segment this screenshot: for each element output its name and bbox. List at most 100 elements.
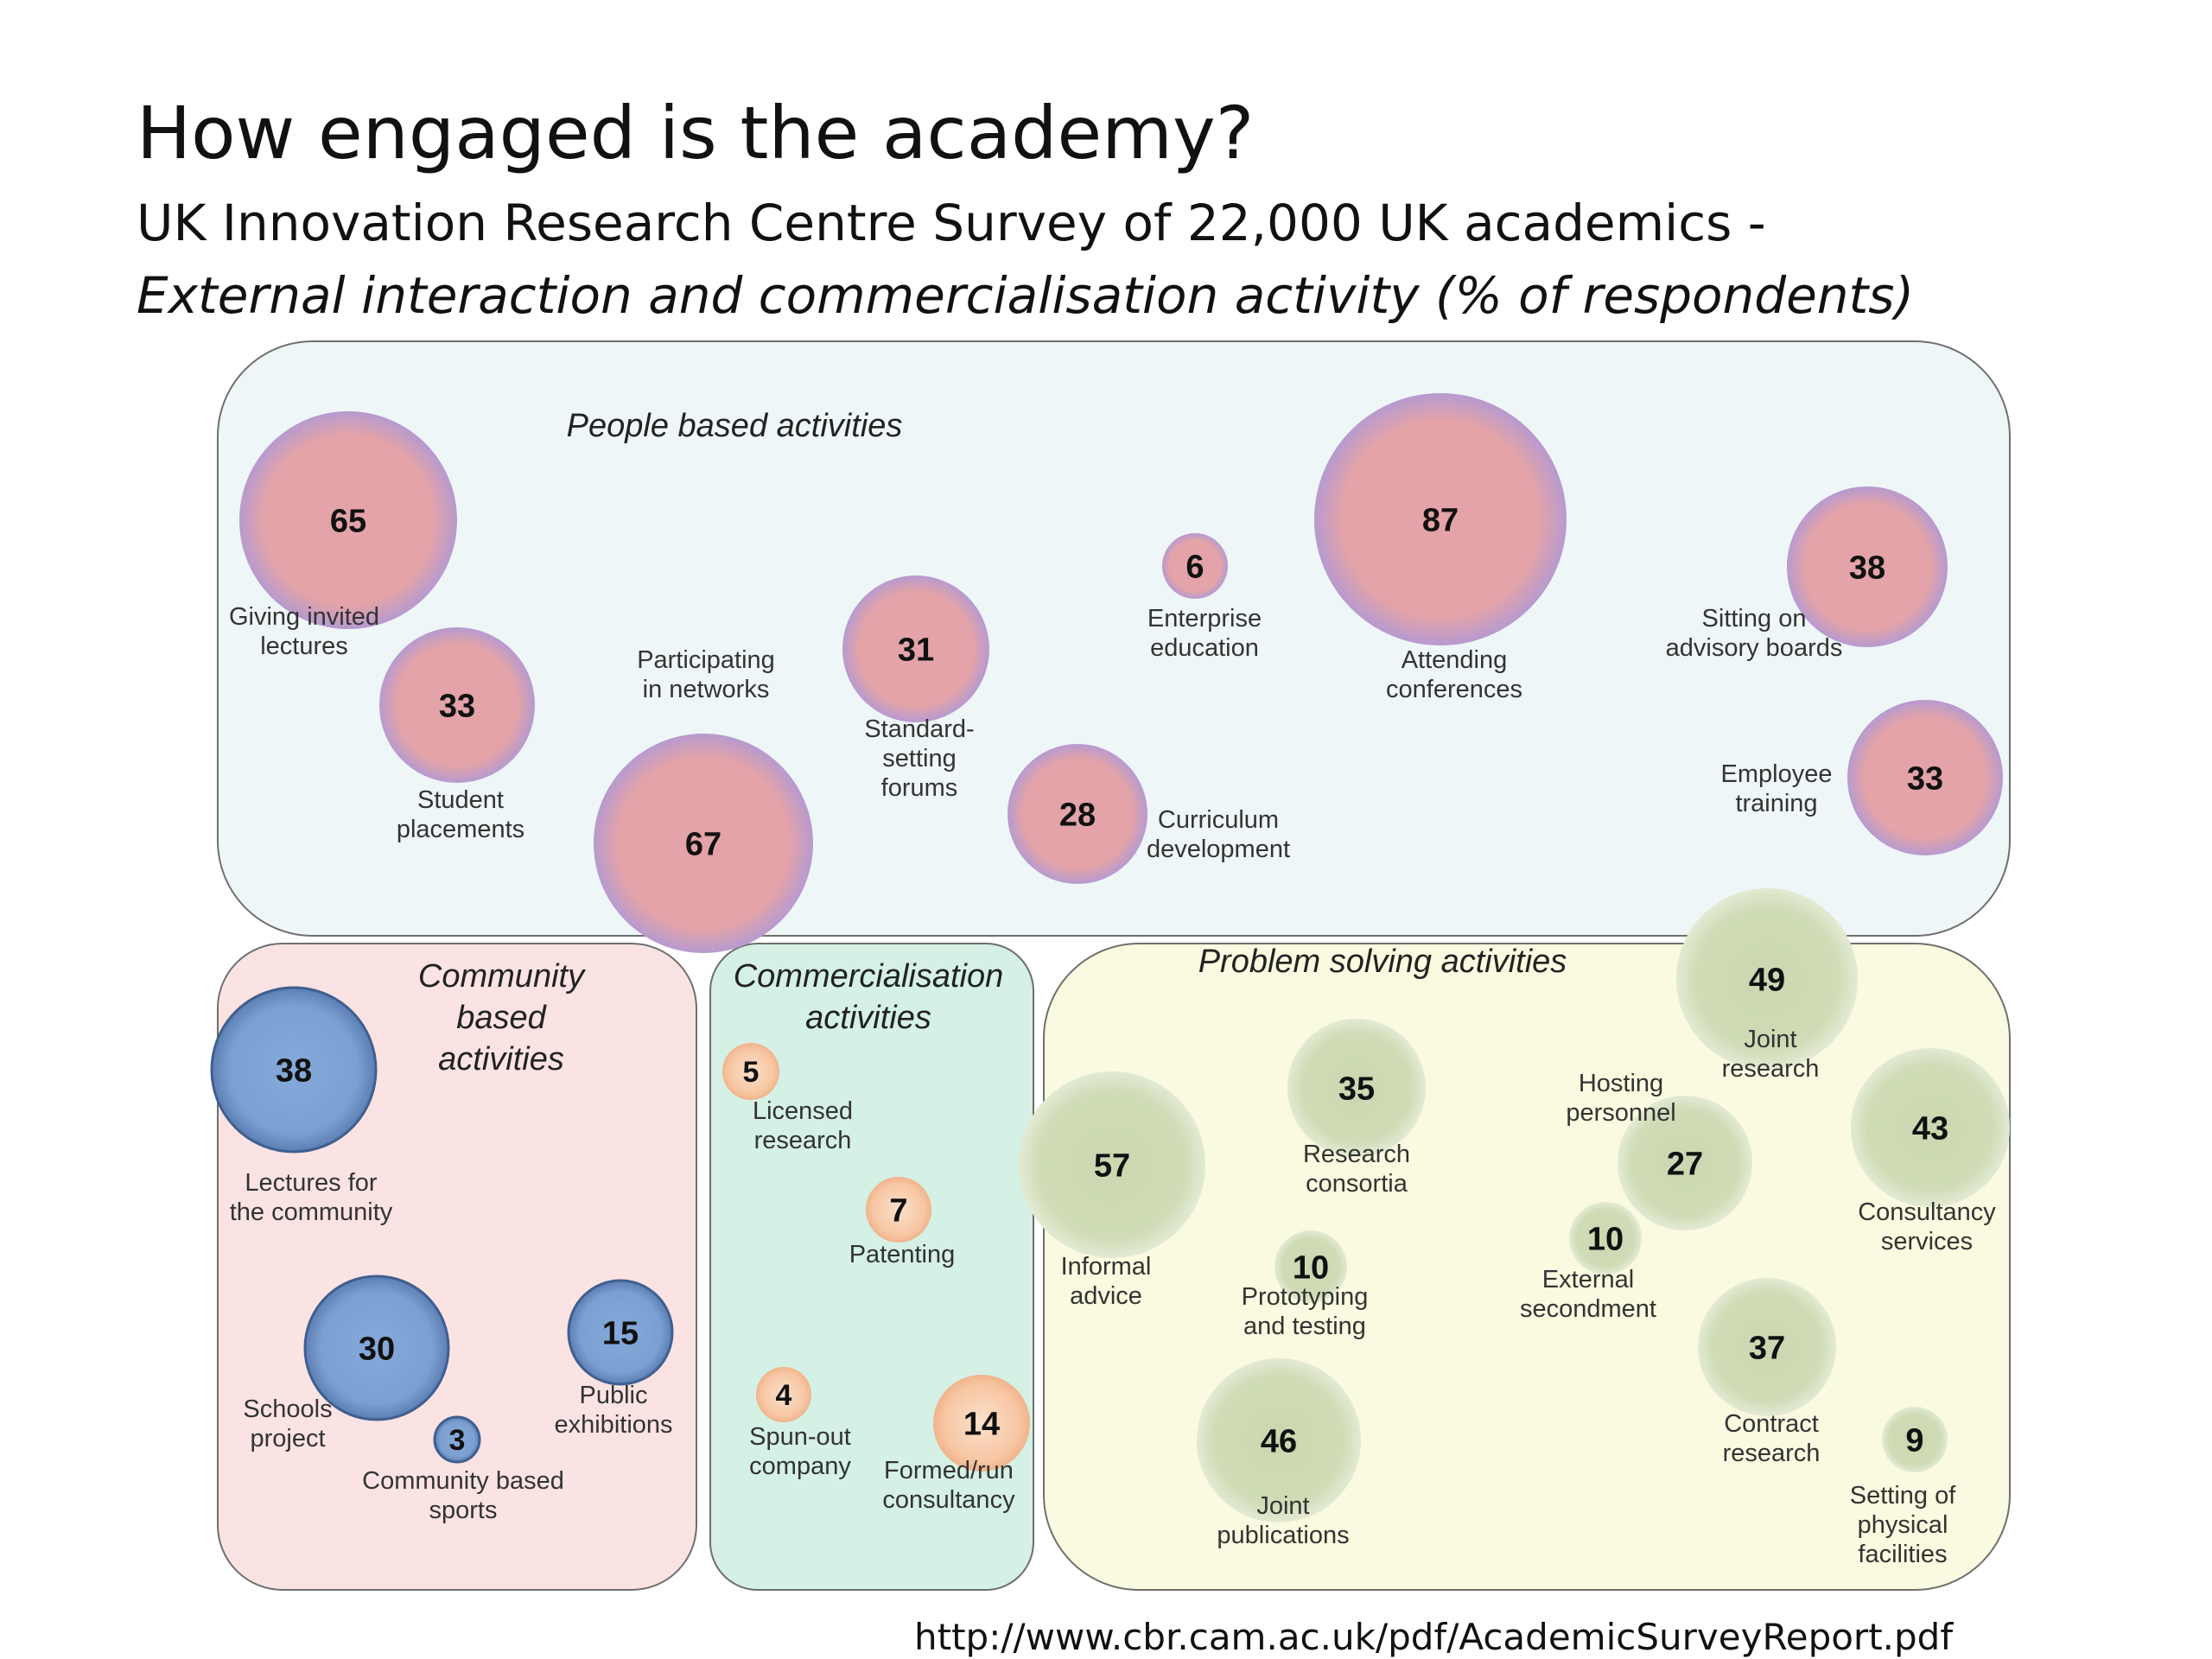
bubble-people bbox=[1787, 486, 1948, 647]
bubble-problem bbox=[1698, 1278, 1836, 1416]
bubble-people bbox=[1007, 744, 1147, 884]
bubble-commercialisation bbox=[722, 1043, 779, 1100]
bubble-circle bbox=[1007, 744, 1147, 884]
bubble-circle bbox=[1847, 700, 2003, 855]
bubble-circle bbox=[379, 627, 535, 783]
bubble-commercialisation bbox=[933, 1375, 1030, 1471]
bubble-people bbox=[239, 411, 457, 629]
bubble-value: 33 bbox=[1907, 760, 1943, 797]
bubble-circle bbox=[1618, 1096, 1752, 1230]
bubble-label: Patenting bbox=[849, 1241, 956, 1268]
bubble-value: 30 bbox=[359, 1331, 395, 1367]
bubble-problem bbox=[1882, 1407, 1948, 1472]
bubble-circle bbox=[1569, 1202, 1642, 1274]
bubble-value: 37 bbox=[1749, 1330, 1785, 1366]
bubble-circle bbox=[210, 986, 378, 1154]
bubble-value: 38 bbox=[1849, 550, 1885, 586]
bubble-circle bbox=[1162, 533, 1228, 599]
bubble-circle bbox=[1287, 1019, 1426, 1157]
bubble-problem bbox=[1676, 888, 1858, 1070]
bubble-people bbox=[1847, 700, 2003, 855]
bubble-circle bbox=[567, 1279, 674, 1386]
bubble-value: 7 bbox=[889, 1192, 907, 1229]
bubble-value: 9 bbox=[1905, 1422, 1923, 1459]
bubble-circle bbox=[1851, 1048, 2010, 1207]
bubble-circle bbox=[239, 411, 457, 629]
bubble-problem bbox=[1274, 1230, 1347, 1303]
bubble-problem bbox=[1851, 1048, 2010, 1207]
bubble-value: 14 bbox=[963, 1406, 1000, 1442]
bubble-circle bbox=[594, 734, 813, 953]
bubble-problem bbox=[1287, 1019, 1426, 1157]
source-url: http://www.cbr.cam.ac.uk/pdf/AcademicSur… bbox=[914, 1616, 1954, 1658]
bubble-value: 43 bbox=[1912, 1110, 1948, 1147]
bubble-value: 10 bbox=[1587, 1221, 1624, 1257]
bubble-community bbox=[303, 1274, 450, 1421]
bubble-community bbox=[210, 986, 378, 1154]
bubble-value: 65 bbox=[330, 503, 366, 539]
bubble-circle bbox=[1698, 1278, 1836, 1416]
bubble-value: 87 bbox=[1422, 502, 1459, 538]
bubble-commercialisation bbox=[756, 1367, 811, 1422]
bubble-value: 27 bbox=[1667, 1146, 1703, 1182]
bubble-circle bbox=[933, 1375, 1030, 1471]
panel-title-problem: Problem solving activities bbox=[1198, 944, 1567, 980]
bubble-value: 46 bbox=[1261, 1423, 1297, 1459]
bubble-problem bbox=[1019, 1071, 1205, 1258]
bubble-value: 4 bbox=[776, 1379, 792, 1412]
bubble-value: 31 bbox=[898, 632, 934, 668]
bubble-circle bbox=[756, 1367, 811, 1422]
bubble-people bbox=[842, 575, 989, 722]
bubble-value: 49 bbox=[1749, 962, 1785, 998]
bubble-circle bbox=[1882, 1407, 1948, 1472]
bubble-value: 10 bbox=[1293, 1249, 1329, 1286]
bubble-value: 3 bbox=[449, 1424, 466, 1457]
slide-subtitle: UK Innovation Research Centre Survey of … bbox=[137, 194, 1766, 252]
bubble-circle bbox=[1197, 1358, 1361, 1522]
bubble-circle bbox=[1274, 1230, 1347, 1303]
bubble-people bbox=[1162, 533, 1228, 599]
bubble-value: 35 bbox=[1338, 1071, 1375, 1107]
bubble-problem bbox=[1197, 1358, 1361, 1522]
bubble-circle bbox=[842, 575, 989, 722]
bubble-value: 5 bbox=[743, 1056, 760, 1089]
bubble-community bbox=[433, 1415, 481, 1464]
bubble-value: 57 bbox=[1094, 1147, 1130, 1184]
bubble-people bbox=[379, 627, 535, 783]
bubble-value: 38 bbox=[276, 1052, 312, 1089]
bubble-circle bbox=[433, 1415, 481, 1464]
bubble-value: 67 bbox=[685, 826, 721, 862]
bubble-problem bbox=[1618, 1096, 1752, 1230]
bubble-circle bbox=[1019, 1071, 1205, 1258]
bubble-value: 28 bbox=[1059, 797, 1096, 833]
bubble-people bbox=[1314, 393, 1567, 645]
bubble-community bbox=[567, 1279, 674, 1386]
slide-subtitle-italic: External interaction and commercialisati… bbox=[137, 266, 1915, 325]
bubble-value: 33 bbox=[439, 688, 475, 724]
